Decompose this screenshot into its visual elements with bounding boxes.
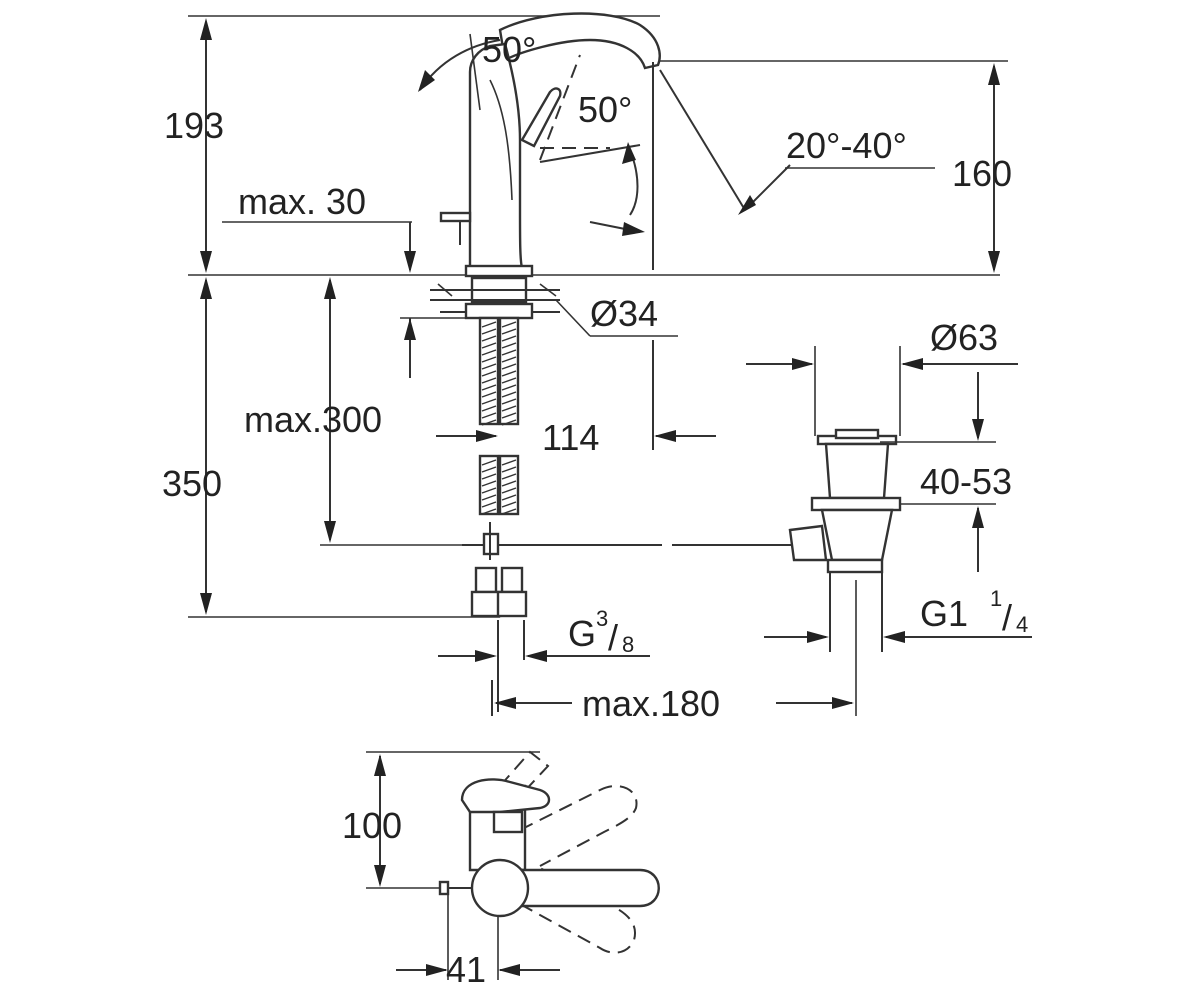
hose-hatch-line [501,356,517,363]
hose-hatch-line [501,459,517,466]
hose-hatch-line [481,328,497,335]
max-30-dimension [222,221,470,378]
waste-range-dimension [880,372,996,572]
hose-hatch-line [501,501,517,508]
label-waste-thread-prefix: G1 [920,593,968,634]
hose-hatch-line [501,328,517,335]
hose-hatch-line [481,391,497,398]
label-max-30: max. 30 [238,181,366,222]
label-mount-diameter: Ø34 [590,293,658,334]
pop-up-rod [462,522,800,560]
hose-hatch-line [501,377,517,384]
hose-hatch-line [481,459,497,466]
label-supply-thread-num: 3 [596,606,608,631]
hose-hatch-line [501,335,517,342]
supply-connectors [470,566,528,712]
hose-hatch-line [481,370,497,377]
label-supply-thread-prefix: G [568,613,596,654]
hose-hatch-line [501,384,517,391]
hose-hatch-line [481,480,497,487]
height-160-dimension [650,60,1008,273]
hose-hatch-line [501,494,517,501]
hose-hatch-line [481,466,497,473]
hose-hatch-line [501,405,517,412]
hose-hatch-line [481,508,497,515]
projection-114-dimension [436,340,716,450]
mounting-section [430,276,678,337]
hose-hatch-line [501,349,517,356]
hose-hatch-line [481,405,497,412]
waste-diameter-dimension [746,346,1018,436]
label-projection-114: 114 [542,417,599,458]
hose-hatch-line [481,494,497,501]
hose-hatch-line [501,412,517,419]
hose-hatch-line [501,508,517,515]
label-lever-reach-100: 100 [342,805,402,846]
hose-hatch-line [481,335,497,342]
label-max-300: max.300 [244,399,382,440]
label-height-193: 193 [164,105,224,146]
hose-hatch-line [501,466,517,473]
hose-hatch-line [481,487,497,494]
max-180-dimension [491,680,854,716]
waste-thread-dimension [764,631,1032,643]
label-supply-thread-den: 8 [622,632,634,657]
hose-hatch-line [481,419,497,426]
hose-hatch-line [501,419,517,426]
lever-angle-markings [418,33,645,236]
waste-valve [788,428,902,716]
hose-hatch-line [501,363,517,370]
hose-hatch-line [501,391,517,398]
hose-hatch-line [481,384,497,391]
label-waste-diameter: Ø63 [930,317,998,358]
hose-hatch-line [501,487,517,494]
hose-hatch-line [481,342,497,349]
faucet-body [439,12,661,278]
label-waste-range: 40-53 [920,461,1012,502]
label-waste-thread-den: 4 [1016,612,1028,637]
supply-hoses [478,316,520,516]
hose-hatch-line [481,321,497,328]
label-max-180: max.180 [582,683,720,724]
hose-hatch-line [481,363,497,370]
top-view [366,750,660,980]
label-lever-angle: 50° [578,89,632,130]
hose-hatch-line [481,377,497,384]
label-height-350: 350 [162,463,222,504]
hose-hatch-line [501,398,517,405]
hose-hatch-line [501,473,517,480]
hose-hatch-line [501,342,517,349]
hose-hatch-line [481,501,497,508]
hose-hatch-line [501,370,517,377]
hose-hatch-line [481,473,497,480]
label-spout-angle: 50° [482,29,536,70]
label-waste-thread-num: 1 [990,586,1002,611]
label-spout-tilt: 20°-40° [786,125,907,166]
supply-thread-dimension [438,650,650,662]
spout-tilt-lines [652,62,935,270]
label-height-160: 160 [952,153,1012,194]
hose-hatch-line [481,356,497,363]
height-350-dimension [188,277,500,618]
label-body-diameter-41: 41 [446,949,486,990]
label-waste-thread-slash: / [1002,597,1012,638]
label-supply-thread-slash: / [608,617,618,658]
hose-hatch-line [481,349,497,356]
hose-hatch-line [481,412,497,419]
hose-hatch-line [501,321,517,328]
hose-hatch-line [481,398,497,405]
hose-hatch-line [501,480,517,487]
